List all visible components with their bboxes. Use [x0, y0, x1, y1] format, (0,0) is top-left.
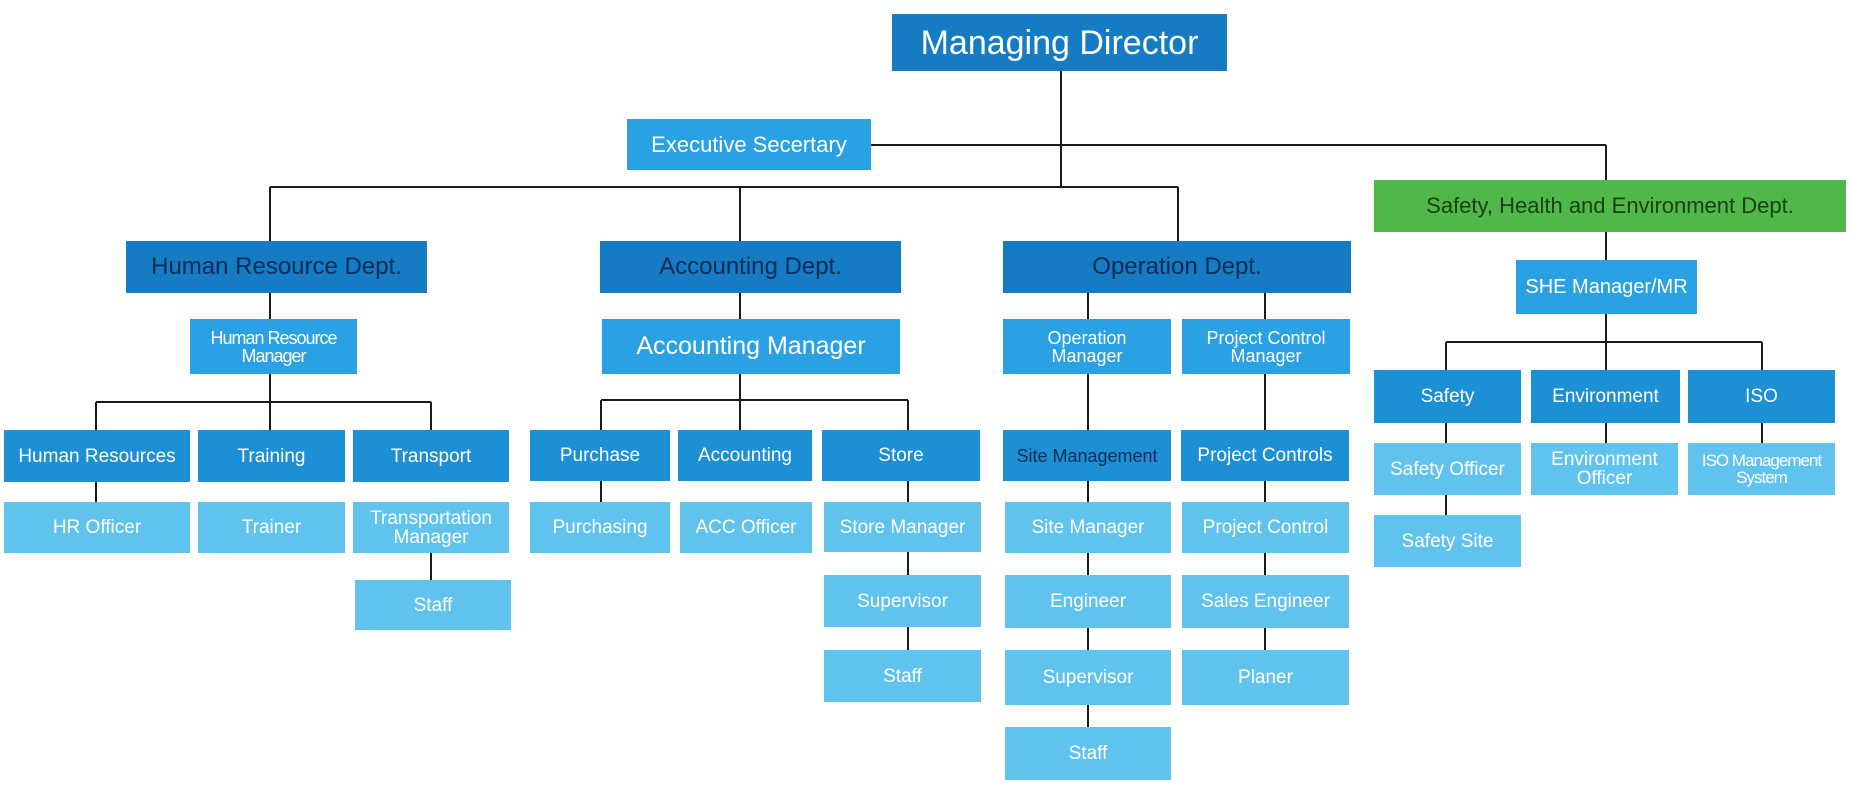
store-manager-box: Store Manager [824, 502, 981, 552]
safety-box: Safety [1374, 370, 1521, 423]
purchasing-box: Purchasing [530, 502, 670, 553]
transportation-manager-box: Transportation Manager [353, 502, 509, 553]
hr-manager-box: Human Resource Manager [190, 319, 357, 374]
trainer-box: Trainer [198, 502, 345, 553]
executive-secretary-box: Executive Secertary [627, 119, 871, 170]
hr-officer-box: HR Officer [4, 502, 190, 553]
project-control-box: Project Control [1182, 502, 1349, 553]
store-supervisor-box: Supervisor [824, 575, 981, 627]
operation-supervisor-box: Supervisor [1005, 650, 1171, 705]
operation-manager-box: Operation Manager [1003, 319, 1171, 374]
store-staff-box: Staff [824, 650, 981, 702]
accounting-manager-box: Accounting Manager [602, 319, 900, 374]
environment-box: Environment [1531, 370, 1680, 423]
site-manager-box: Site Manager [1005, 502, 1171, 553]
accounting-box: Accounting [678, 430, 812, 481]
acc-officer-box: ACC Officer [680, 502, 812, 553]
accounting-dept-box: Accounting Dept. [600, 241, 901, 293]
sales-engineer-box: Sales Engineer [1182, 575, 1349, 628]
transport-box: Transport [353, 430, 509, 482]
engineer-box: Engineer [1005, 575, 1171, 628]
hr-dept-box: Human Resource Dept. [126, 241, 427, 293]
site-management-box: Site Management [1003, 430, 1171, 481]
training-box: Training [198, 430, 345, 482]
project-control-manager-box: Project Control Manager [1182, 319, 1350, 374]
human-resources-box: Human Resources [4, 430, 190, 482]
environment-officer-box: Environment Officer [1531, 443, 1678, 495]
project-controls-box: Project Controls [1181, 430, 1349, 481]
store-box: Store [822, 430, 980, 481]
iso-box: ISO [1688, 370, 1835, 423]
purchase-box: Purchase [530, 430, 670, 481]
managing-director-box: Managing Director [892, 14, 1227, 71]
safety-officer-box: Safety Officer [1374, 443, 1521, 495]
operation-staff-box: Staff [1005, 727, 1171, 780]
iso-management-system-box: ISO Management System [1688, 443, 1835, 495]
she-manager-box: SHE Manager/MR [1516, 260, 1697, 314]
transport-staff-box: Staff [355, 580, 511, 630]
she-dept-box: Safety, Health and Environment Dept. [1374, 180, 1846, 232]
operation-dept-box: Operation Dept. [1003, 241, 1351, 293]
planer-box: Planer [1182, 650, 1349, 705]
safety-site-box: Safety Site [1374, 515, 1521, 567]
